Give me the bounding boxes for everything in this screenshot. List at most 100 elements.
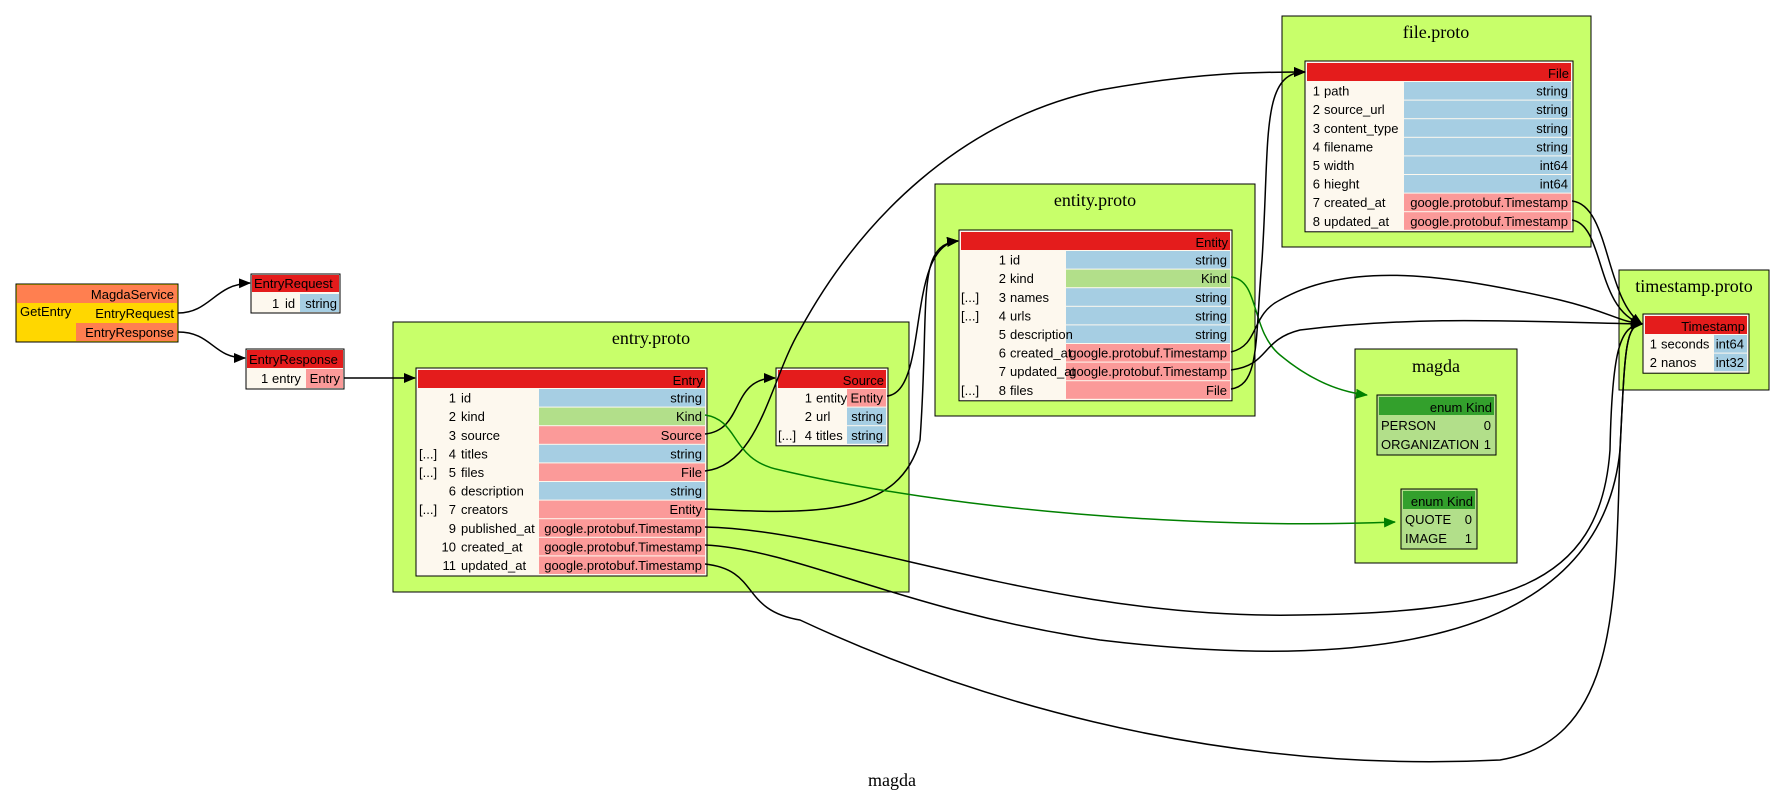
type-cell xyxy=(1066,306,1230,325)
entry-response-field-type: Entry xyxy=(310,371,341,386)
type-cell xyxy=(539,407,705,426)
field-name: urls xyxy=(1010,308,1031,323)
field-name: creators xyxy=(461,502,508,517)
graph-title: magda xyxy=(868,770,916,790)
service-node[interactable]: MagdaService GetEntry EntryRequest Entry… xyxy=(15,283,179,343)
type-cell xyxy=(539,537,705,556)
field-name: updated_at xyxy=(1010,364,1075,379)
field-type: File xyxy=(1206,383,1227,398)
type-cell xyxy=(1404,119,1571,137)
edge-request-to-entryrequest xyxy=(177,278,251,314)
field-name: description xyxy=(461,484,524,499)
field-type: string xyxy=(851,428,883,443)
field-type: google.protobuf.Timestamp xyxy=(1069,346,1227,361)
field-type: int32 xyxy=(1716,355,1744,370)
field-number: 1 xyxy=(999,253,1006,268)
type-cell xyxy=(1066,251,1230,269)
type-cell xyxy=(539,426,705,444)
field-type: string xyxy=(670,446,702,461)
field-type: string xyxy=(1195,327,1227,342)
type-cell xyxy=(1714,335,1747,353)
field-number: 5 xyxy=(1313,158,1320,173)
field-repeated: [...] xyxy=(419,465,437,480)
service-response: EntryResponse xyxy=(85,325,174,340)
cluster-title-entry: entry.proto xyxy=(612,328,690,348)
enum-value-number: 1 xyxy=(1465,531,1472,546)
cluster-title-timestamp: timestamp.proto xyxy=(1635,276,1752,296)
enum-value-name: ORGANIZATION xyxy=(1381,437,1479,452)
enum-value-number: 0 xyxy=(1465,512,1472,527)
field-name: width xyxy=(1323,158,1354,173)
field-repeated: [...] xyxy=(419,446,437,461)
type-cell xyxy=(1066,325,1230,343)
message-entry-request[interactable]: EntryRequest 1 id string xyxy=(250,273,341,314)
field-type: string xyxy=(1536,139,1568,154)
field-type: string xyxy=(1195,308,1227,323)
field-type: Entity xyxy=(669,502,702,517)
field-repeated: [...] xyxy=(961,383,979,398)
field-number: 3 xyxy=(1313,121,1320,136)
field-name: updated_at xyxy=(461,558,526,573)
field-name: id xyxy=(1010,253,1020,268)
service-method: GetEntry xyxy=(20,304,72,319)
enum-value-name: QUOTE xyxy=(1405,512,1452,527)
entity-title: Entity xyxy=(1195,235,1228,250)
type-cell xyxy=(1404,100,1571,119)
entry-response-title: EntryResponse xyxy=(249,352,338,367)
field-number: 3 xyxy=(999,290,1006,305)
type-cell xyxy=(1404,212,1571,230)
message-entry-response[interactable]: EntryResponse 1 entry Entry xyxy=(245,348,345,390)
entry-response-field-num: 1 xyxy=(261,371,268,386)
field-type: google.protobuf.Timestamp xyxy=(1069,364,1227,379)
entry-title: Entry xyxy=(673,373,704,388)
field-name: source_url xyxy=(1324,102,1385,117)
type-cell xyxy=(847,389,886,407)
field-type: Kind xyxy=(1201,271,1227,286)
field-type: int64 xyxy=(1716,337,1744,352)
field-name: created_at xyxy=(1324,195,1386,210)
type-cell xyxy=(539,500,705,519)
field-number: 4 xyxy=(805,428,812,443)
field-name: kind xyxy=(1010,271,1034,286)
field-type: int64 xyxy=(1540,158,1568,173)
enum-value-number: 1 xyxy=(1484,437,1491,452)
field-type: int64 xyxy=(1540,177,1568,192)
source-title: Source xyxy=(843,373,884,388)
edge-entry-source-to-source xyxy=(704,373,776,435)
field-type: string xyxy=(1536,84,1568,99)
edge-entry-published-to-timestamp xyxy=(704,319,1643,616)
field-number: 2 xyxy=(805,409,812,424)
type-cell xyxy=(1066,362,1230,381)
edge-entity-files-to-file xyxy=(1230,67,1306,390)
service-request: EntryRequest xyxy=(95,306,174,321)
field-type: string xyxy=(1195,253,1227,268)
field-number: 8 xyxy=(1313,214,1320,229)
field-number: 5 xyxy=(449,465,456,480)
field-repeated: [...] xyxy=(961,308,979,323)
field-number: 2 xyxy=(1313,102,1320,117)
service-name: MagdaService xyxy=(91,287,174,302)
edge-entity-updated-to-timestamp xyxy=(1230,318,1643,371)
field-number: 4 xyxy=(999,308,1006,323)
field-type: string xyxy=(851,409,883,424)
edge-entity-created-to-timestamp xyxy=(1230,274,1643,353)
type-cell xyxy=(1066,381,1230,399)
field-number: 1 xyxy=(449,391,456,406)
field-number: 5 xyxy=(999,327,1006,342)
edge-file-updated-to-timestamp xyxy=(1571,219,1643,326)
field-name: path xyxy=(1324,84,1349,99)
field-type: string xyxy=(1195,290,1227,305)
field-name: seconds xyxy=(1661,337,1710,352)
field-type: File xyxy=(681,465,702,480)
entry-request-title: EntryRequest xyxy=(254,276,333,291)
type-cell xyxy=(847,426,886,444)
field-type: Entity xyxy=(850,391,883,406)
type-cell xyxy=(539,482,705,500)
